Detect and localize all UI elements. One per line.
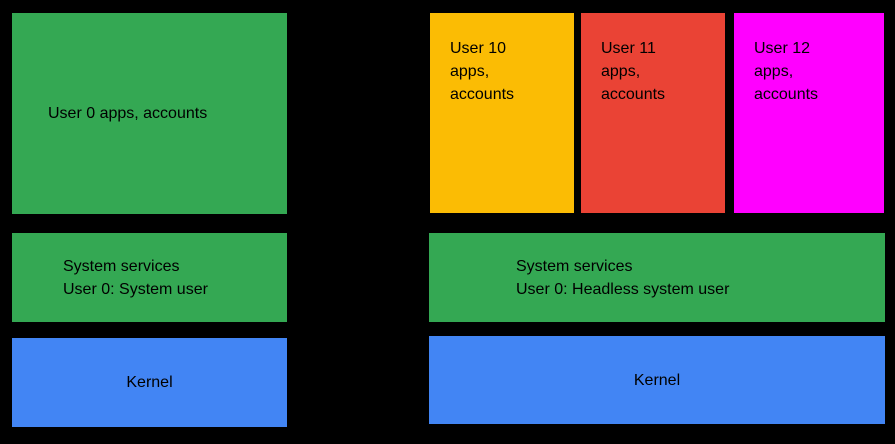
system-services-box-left: System services User 0: System user — [12, 233, 287, 322]
kernel-label-right: Kernel — [633, 371, 681, 389]
system-services-label-left: System services User 0: System user — [63, 257, 208, 298]
user10-apps-accounts-box: User 10 apps, accounts — [430, 13, 574, 213]
user0-apps-accounts-box: User 0 apps, accounts — [12, 13, 287, 214]
user11-apps-accounts-label: User 11 apps, accounts — [601, 40, 666, 103]
user12-apps-accounts-label: User 12 apps, accounts — [754, 40, 819, 103]
user12-apps-accounts-box: User 12 apps, accounts — [734, 13, 884, 213]
kernel-label-left: Kernel — [126, 374, 173, 391]
user0-apps-accounts-label: User 0 apps, accounts — [48, 105, 208, 122]
system-services-label-right: System services User 0: Headless system … — [516, 257, 730, 298]
user10-apps-accounts-label: User 10 apps, accounts — [450, 40, 515, 103]
kernel-box-right: Kernel — [429, 336, 885, 424]
system-services-box-right: System services User 0: Headless system … — [429, 233, 885, 322]
kernel-box-left: Kernel — [12, 338, 287, 427]
user11-apps-accounts-box: User 11 apps, accounts — [581, 13, 725, 213]
